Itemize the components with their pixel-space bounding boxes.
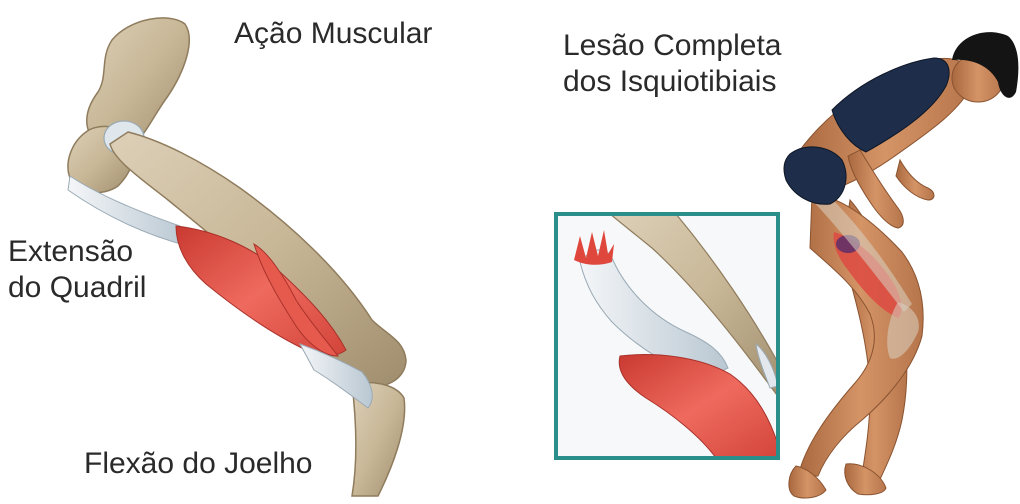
injury-closeup-inset bbox=[556, 214, 782, 458]
hip-extension-line-1: Extensão bbox=[8, 234, 146, 270]
knee-flexion-text: Flexão do Joelho bbox=[84, 446, 313, 482]
injured-person-figure bbox=[784, 32, 1018, 498]
muscle-action-text: Ação Muscular bbox=[234, 16, 432, 52]
forearm bbox=[896, 160, 934, 200]
top-clothing bbox=[832, 58, 949, 152]
muscle-action-title: Ação Muscular bbox=[234, 16, 432, 52]
knee-flexion-label: Flexão do Joelho bbox=[84, 446, 313, 482]
complete-injury-title: Lesão Completa dos Isquiotibiais bbox=[563, 28, 781, 100]
hip-extension-line-2: do Quadril bbox=[8, 270, 146, 306]
hip-extension-label: Extensão do Quadril bbox=[8, 234, 146, 306]
complete-injury-line-1: Lesão Completa bbox=[563, 28, 781, 64]
shorts-clothing bbox=[784, 147, 846, 204]
complete-injury-line-2: dos Isquiotibiais bbox=[563, 64, 781, 100]
